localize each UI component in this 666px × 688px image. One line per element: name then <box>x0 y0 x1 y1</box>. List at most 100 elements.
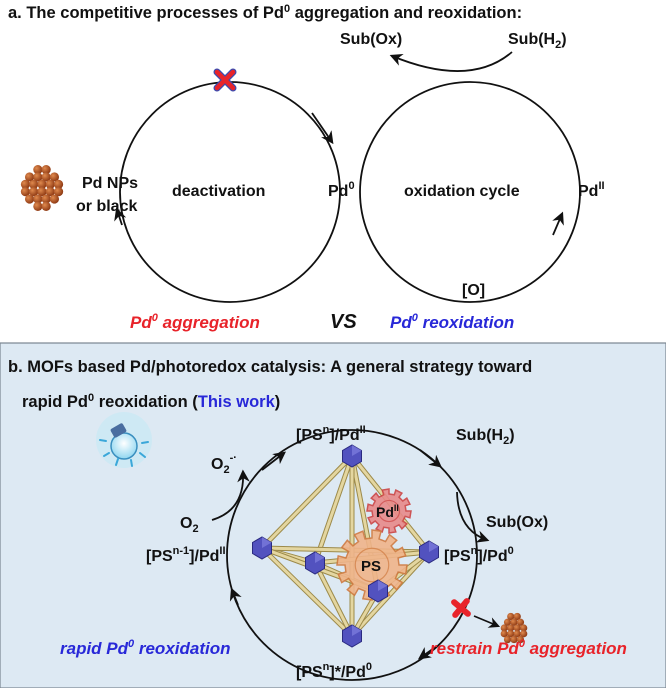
pd-nanoparticle-icon <box>20 165 64 211</box>
blocked-arrow <box>473 615 501 628</box>
pd-particle <box>53 187 64 197</box>
versus-label: VS <box>330 311 357 333</box>
pd-particle <box>49 172 60 182</box>
panel-a-title: a. The competitive processes of Pd0 aggr… <box>8 3 522 22</box>
panel-a: a. The competitive processes of Pd0 aggr… <box>8 3 605 333</box>
pd-particle <box>29 187 39 197</box>
pd-particle <box>500 630 508 638</box>
ps-gear-icon: PS <box>336 529 408 601</box>
pd-particle <box>24 172 35 182</box>
pdII-label: PdII <box>578 180 605 200</box>
oxygen-arrow <box>211 469 250 521</box>
pd-particle <box>41 194 51 204</box>
pd-nanoparticle-icon <box>500 612 528 644</box>
cycle-arrow <box>419 449 442 468</box>
pd-particle <box>520 624 528 632</box>
pd-particle <box>510 635 518 644</box>
pd-black-label: or black <box>76 198 137 215</box>
pd-particle <box>516 618 525 626</box>
pd-particle <box>41 201 51 211</box>
pd-nps-label: Pd NPs <box>82 175 138 192</box>
oxidation-cycle-label: oxidation cycle <box>404 183 520 200</box>
gear-ps-label: PS <box>361 558 381 575</box>
mof-strut <box>260 546 354 638</box>
mof-node-highlight <box>352 625 362 636</box>
gear-pdII-label: PdII <box>376 503 399 520</box>
pd-particle <box>29 179 39 189</box>
gear-hub <box>377 499 401 523</box>
mof-strut <box>313 561 354 638</box>
cycle-arrow <box>261 451 286 471</box>
oxidation-cycle <box>359 81 581 303</box>
psn-excited-pd0-label: [PSn]*/Pd0 <box>296 661 372 681</box>
mof-nodes <box>252 444 439 648</box>
pd-particle <box>500 624 508 632</box>
pd-particle <box>507 624 515 632</box>
pd0-reoxidation-label: Pd0 reoxidation <box>390 312 514 332</box>
substrate-arrow <box>389 51 513 72</box>
pd-particle <box>510 618 518 626</box>
rapid-reoxidation-label: rapid Pd0 reoxidation <box>60 638 231 658</box>
mof-node-highlight <box>352 445 362 456</box>
deactivation-label: deactivation <box>172 183 265 200</box>
sub-h2-label: Sub(H2) <box>508 31 567 51</box>
gear-shape <box>366 488 412 534</box>
pd-particle <box>513 630 521 638</box>
pd-particle <box>45 179 55 189</box>
psn-pdII-top-label: [PSn]/PdII <box>296 424 366 444</box>
sub-h2-label: Sub(H2) <box>456 427 515 447</box>
pd-particle <box>513 612 521 621</box>
cycle-arrow <box>114 207 127 226</box>
pd-particle <box>41 165 51 175</box>
photoredox-cycle <box>226 429 478 681</box>
pd-particle <box>33 201 43 211</box>
pdII-gear-icon: PdII <box>366 488 412 534</box>
sub-ox-label: Sub(Ox) <box>340 31 402 48</box>
mof-node-highlight <box>429 541 439 552</box>
superoxide-label: O2-· <box>211 452 237 476</box>
pd0-label: Pd0 <box>328 180 355 200</box>
blocked-plus-icon <box>451 598 471 618</box>
pd-particle <box>520 630 528 638</box>
pd-particle <box>41 172 51 182</box>
light-bulb-icon <box>96 412 152 468</box>
gear-shape <box>336 529 408 601</box>
pd-particle <box>49 194 60 204</box>
oxidant-label: [O] <box>462 282 485 299</box>
pd-particle <box>37 179 47 189</box>
pd-particle <box>503 635 512 644</box>
pd-particle <box>513 624 521 632</box>
sub-ox-label: Sub(Ox) <box>486 514 548 531</box>
oxygen-label: O2 <box>180 515 199 535</box>
mof-node-highlight <box>262 537 272 548</box>
pd0-aggregation-label: Pd0 aggregation <box>130 312 260 332</box>
substrate-arrow <box>456 491 490 543</box>
psn-pd0-label: [PSn]/Pd0 <box>444 545 514 565</box>
pd-particle <box>24 194 35 204</box>
mof-node-highlight <box>378 580 388 591</box>
panel-b: b. MOFs based Pd/photoredox catalysis: A… <box>0 342 666 688</box>
pd-particle <box>33 194 43 204</box>
mof-strut <box>260 454 354 550</box>
cycle-arrow <box>229 587 242 606</box>
pd-particle <box>45 187 55 197</box>
pd-particle <box>507 630 515 638</box>
panel-b-title-line1: b. MOFs based Pd/photoredox catalysis: A… <box>8 358 532 376</box>
cycle-arrow <box>311 112 334 145</box>
pd-particle <box>37 187 47 197</box>
mof-strut <box>350 550 431 638</box>
pd-particle <box>33 172 43 182</box>
pd-particle <box>503 618 512 626</box>
cycle-arrow <box>417 645 438 660</box>
cycle-arrow <box>552 211 564 236</box>
mof-strut <box>313 454 354 565</box>
pd-particle <box>53 179 64 189</box>
pd-particle <box>20 187 31 197</box>
pd-particle <box>20 179 31 189</box>
gear-hub <box>354 547 390 583</box>
blocked-cross-icon <box>213 68 237 92</box>
psn-1-pdII-label: [PSn-1]/PdII <box>146 545 226 565</box>
pd-particle <box>516 635 525 644</box>
